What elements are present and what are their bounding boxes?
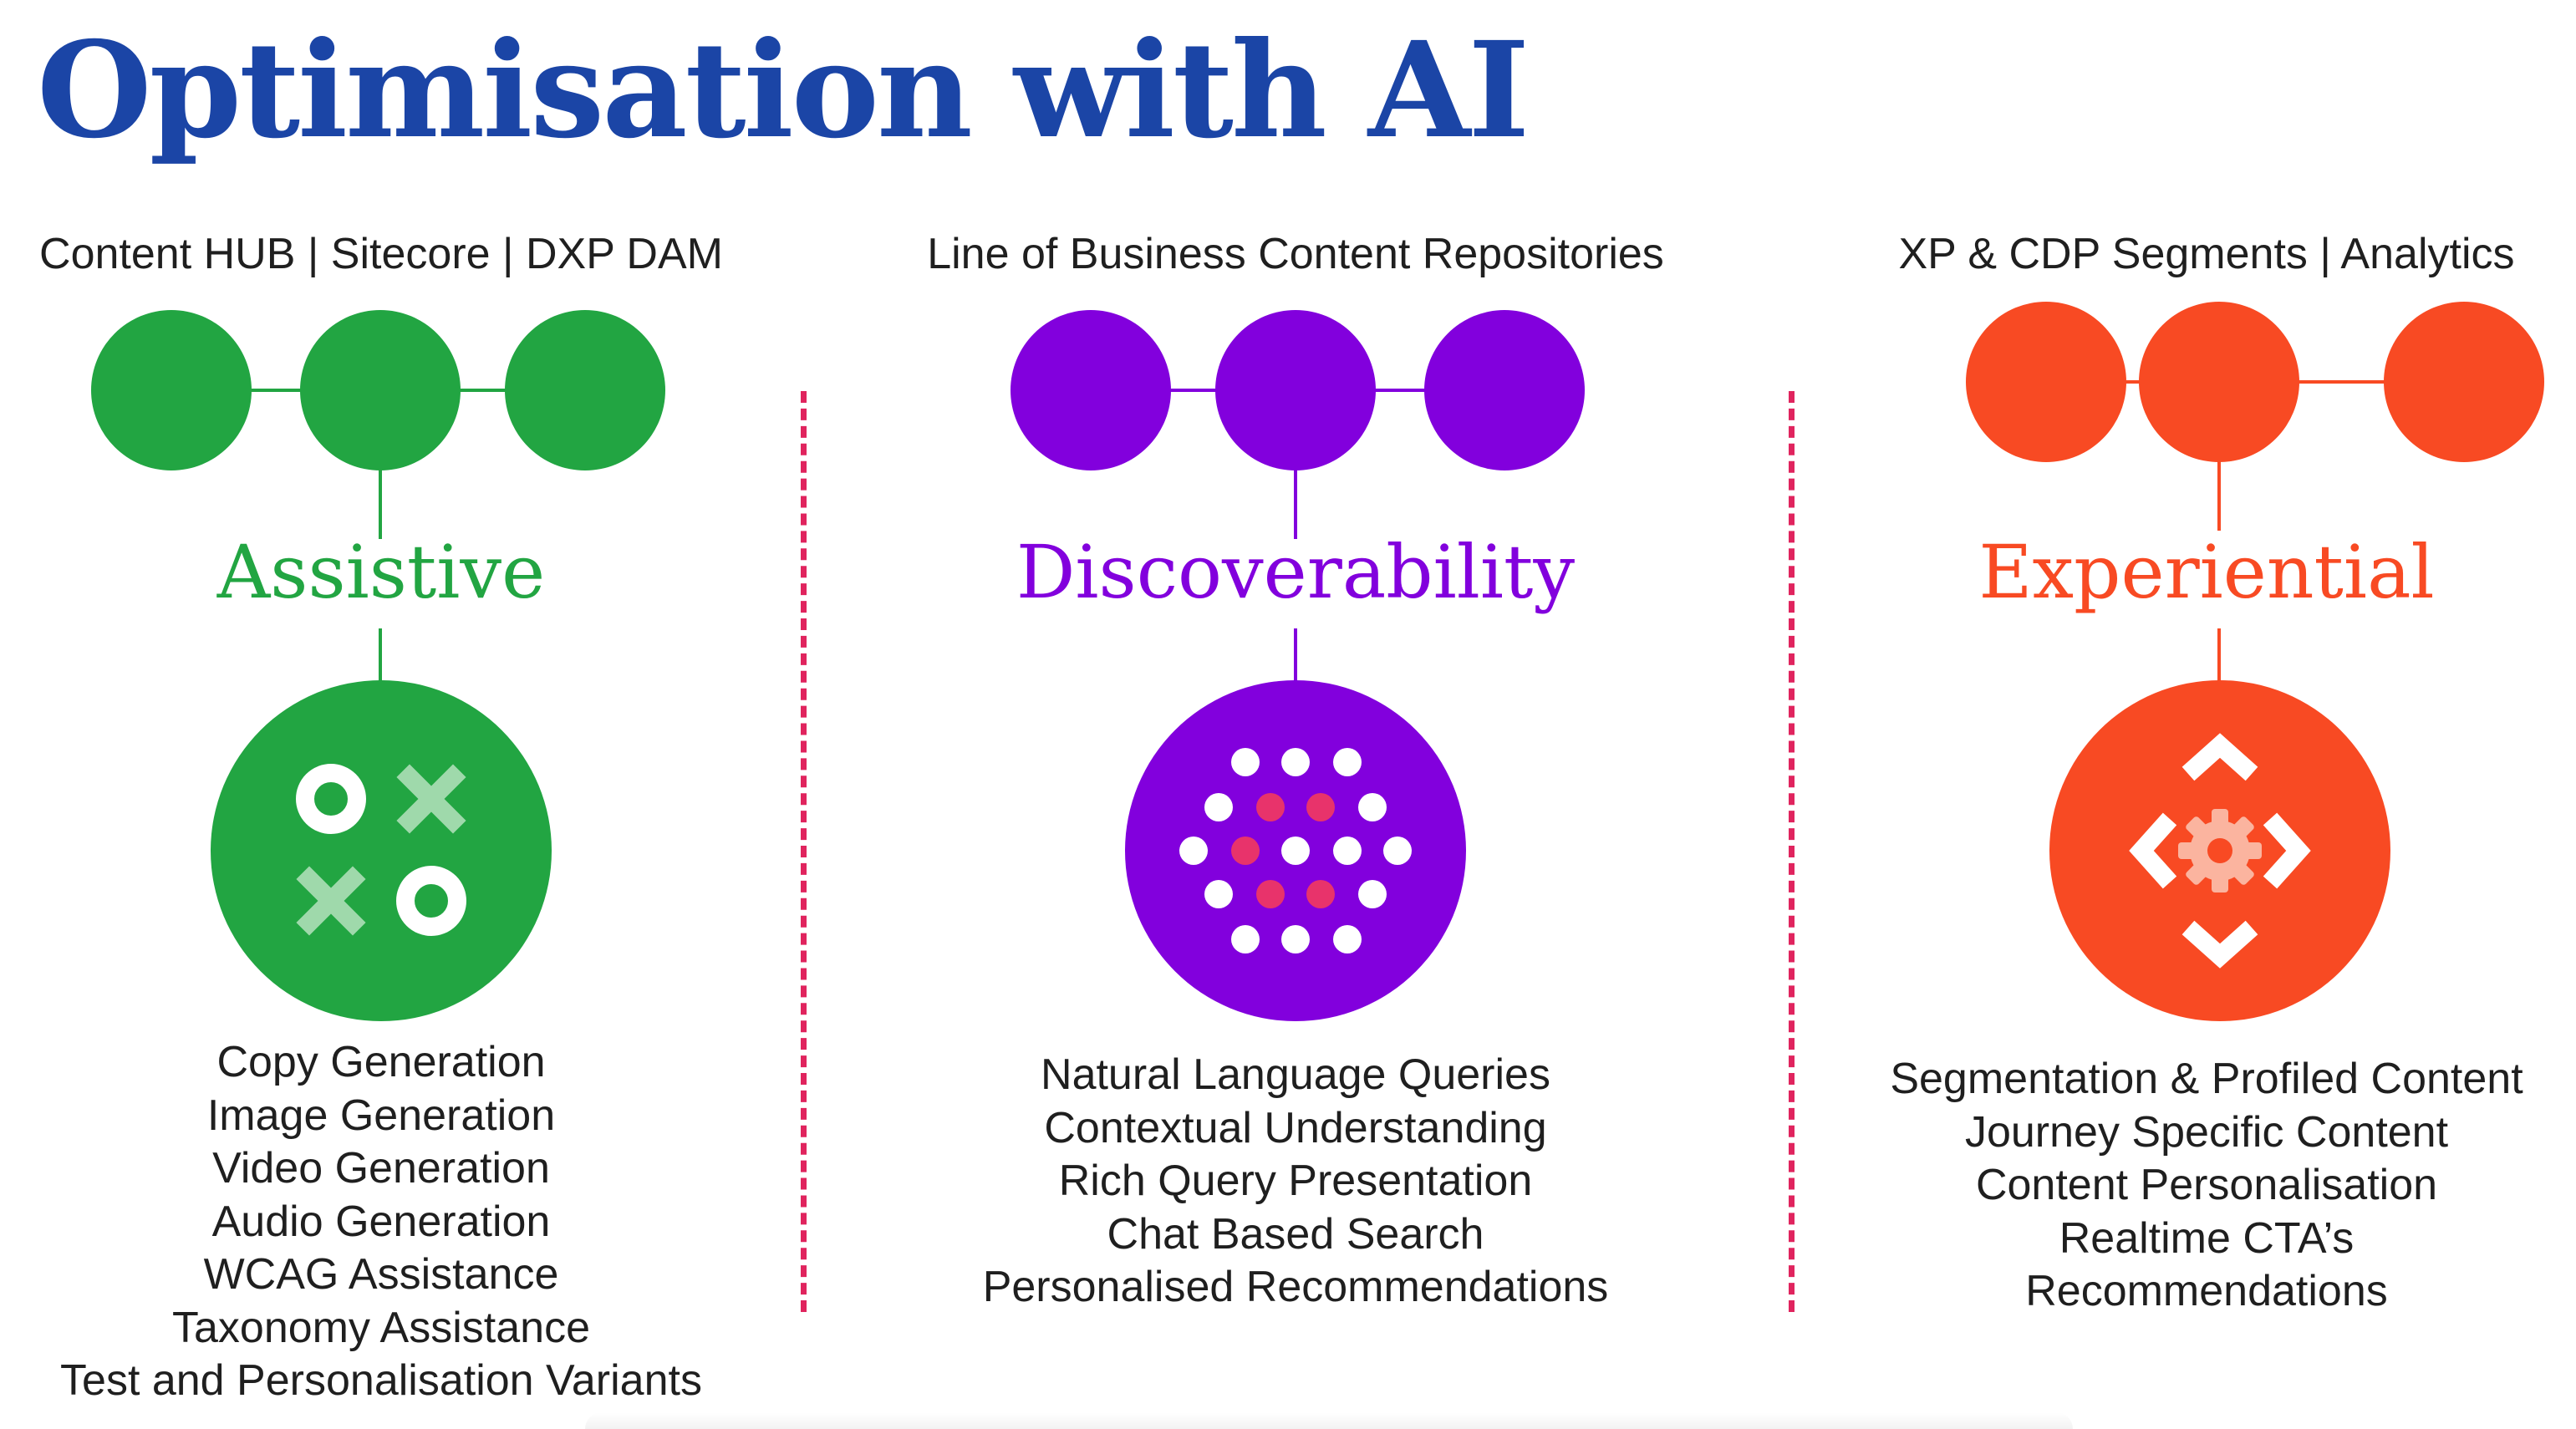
- repository-nodes: [1966, 302, 2544, 1021]
- repository-node: [1011, 310, 1171, 470]
- column-experiential: XP & CDP Segments | Analytics: [1839, 0, 2574, 1429]
- dot-grid-icon: [1125, 680, 1466, 1021]
- feature-item: Video Generation: [212, 1144, 550, 1193]
- source-label: XP & CDP Segments | Analytics: [1898, 230, 2515, 278]
- repository-node: [505, 310, 665, 470]
- column-divider: [801, 391, 807, 1312]
- feature-item: Journey Specific Content: [1964, 1107, 2449, 1157]
- category-title: Experiential: [1978, 529, 2435, 615]
- feature-item: Natural Language Queries: [1041, 1050, 1550, 1099]
- repository-node: [1215, 310, 1376, 470]
- tic-tac-toe-icon: [211, 680, 552, 1021]
- page-title: Optimisation with AI: [37, 13, 1530, 168]
- repository-node: [1966, 302, 2126, 462]
- feature-item: Rich Query Presentation: [1058, 1157, 1533, 1205]
- source-label: Content HUB | Sitecore | DXP DAM: [39, 230, 723, 278]
- column-discoverability: Line of Business Content Repositories: [919, 0, 1672, 1429]
- feature-item: WCAG Assistance: [203, 1250, 559, 1299]
- repository-node: [300, 310, 461, 470]
- feature-item: Audio Generation: [211, 1197, 551, 1246]
- feature-item: Recommendations: [2025, 1267, 2388, 1315]
- feature-item: Test and Personalisation Variants: [60, 1356, 702, 1405]
- gear-arrows-icon: [2049, 680, 2390, 1021]
- repository-node: [2139, 302, 2299, 462]
- feature-item: Taxonomy Assistance: [171, 1303, 591, 1352]
- feature-item: Realtime CTA’s: [2059, 1213, 2355, 1263]
- repository-nodes: [91, 310, 665, 1021]
- feature-item: Content Personalisation: [1975, 1161, 2438, 1209]
- category-title: Assistive: [216, 529, 546, 615]
- repository-nodes: [1011, 310, 1585, 1021]
- feature-list: Segmentation & Profiled Content Journey …: [1839, 1053, 2574, 1319]
- footer-shade: [585, 1412, 2073, 1429]
- repository-node: [1424, 310, 1585, 470]
- feature-item: Segmentation & Profiled Content: [1890, 1055, 2523, 1103]
- feature-list: Natural Language Queries Contextual Unde…: [919, 1049, 1672, 1315]
- category-title: Discoverability: [1016, 529, 1576, 615]
- source-label: Line of Business Content Repositories: [927, 230, 1664, 278]
- feature-item: Contextual Understanding: [1044, 1103, 1547, 1152]
- feature-list: Copy Generation Image Generation Video G…: [0, 1036, 762, 1408]
- column-assistive: Content HUB | Sitecore | DXP DAM: [0, 0, 762, 1429]
- repository-node: [2384, 302, 2544, 462]
- column-divider: [1789, 391, 1795, 1312]
- feature-item: Image Generation: [206, 1091, 556, 1140]
- repository-node: [91, 310, 252, 470]
- feature-item: Personalised Recommendations: [982, 1263, 1609, 1311]
- feature-item: Chat Based Search: [1107, 1209, 1484, 1259]
- feature-item: Copy Generation: [216, 1038, 546, 1086]
